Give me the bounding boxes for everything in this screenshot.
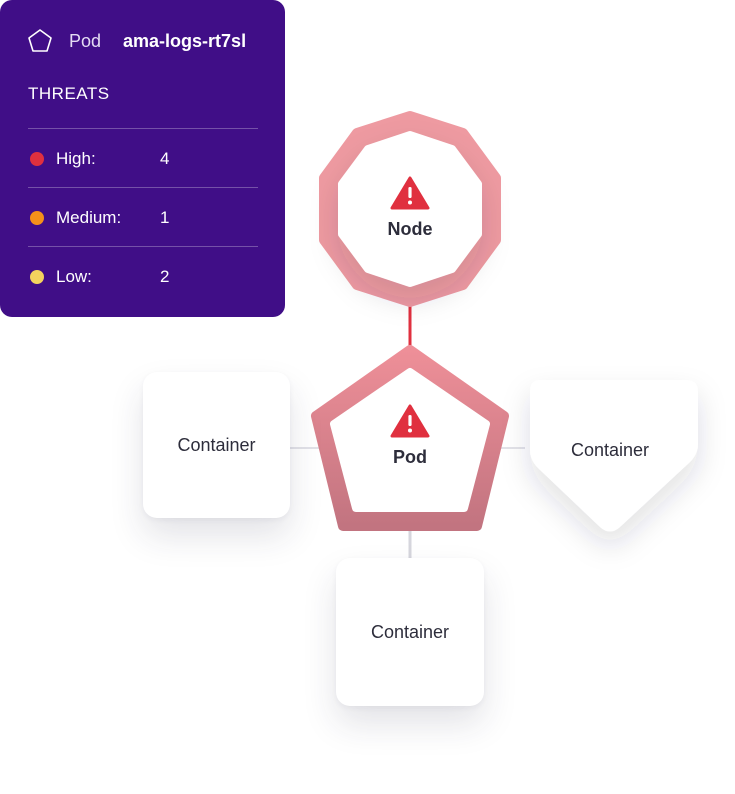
medium-severity-dot-icon [30, 210, 44, 225]
threat-row-label: High: [56, 148, 96, 168]
resource-name: ama-logs-rt7sl [123, 30, 247, 51]
container-bottom-label: Container [370, 621, 450, 642]
pod-shape[interactable] [330, 368, 490, 512]
threat-row-high: High: 4 [28, 128, 258, 188]
threat-row-medium: Medium: 1 [28, 187, 258, 247]
pentagon-icon [28, 29, 52, 52]
threat-row-count: 4 [160, 148, 170, 168]
resource-type-label: Pod [69, 30, 102, 51]
pod-label: Pod [393, 447, 427, 467]
container-right-label: Container [570, 440, 650, 460]
low-severity-dot-icon [30, 269, 44, 284]
container-right-shape[interactable] [530, 380, 698, 532]
threat-row-label: Medium: [56, 207, 122, 227]
pod-threat-card: Pod ama-logs-rt7sl THREATS High: 4 Mediu… [0, 0, 285, 317]
container-left-label: Container [177, 434, 256, 455]
warning-triangle-icon [390, 404, 430, 438]
threat-row-count: 1 [160, 207, 170, 227]
threats-heading: THREATS [28, 84, 110, 103]
card-header: Pod ama-logs-rt7sl [27, 26, 246, 56]
threat-row-count: 2 [160, 266, 170, 286]
container-left[interactable]: Container [143, 372, 290, 518]
threat-row-label: Low: [56, 266, 92, 286]
warning-triangle-icon [390, 176, 430, 210]
node-label: Node [387, 219, 433, 239]
container-bottom[interactable]: Container [336, 558, 484, 706]
high-severity-dot-icon [30, 151, 44, 166]
threat-row-low: Low: 2 [28, 246, 258, 306]
